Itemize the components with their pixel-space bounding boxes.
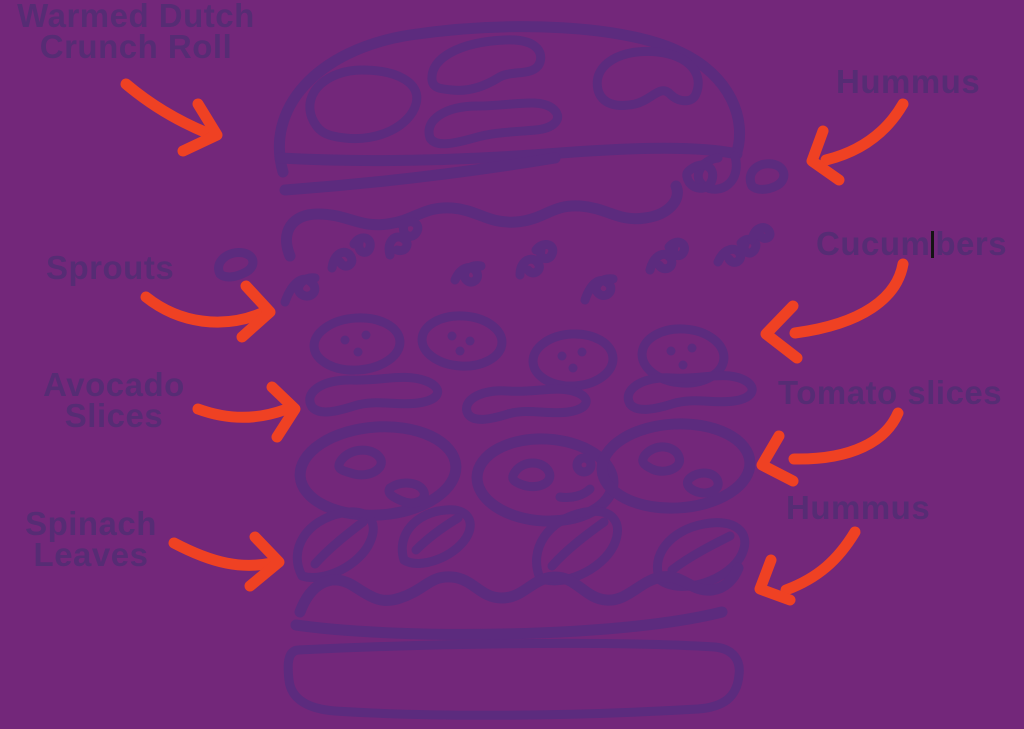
arrow-tomato [756, 407, 904, 487]
label-cucumbers-after-caret: bers [935, 225, 1008, 262]
arrow-warmed-roll [120, 78, 223, 157]
label-tomato-slices[interactable]: Tomato slices [778, 374, 1003, 411]
avocado-slices-drawing [305, 371, 757, 424]
cucumber-slices-drawing [309, 311, 729, 391]
label-spinach-leaves[interactable]: Spinach Leaves [25, 505, 157, 573]
tomato-slices-drawing [294, 418, 756, 527]
label-cucumbers-before-caret: Cucum [816, 225, 931, 262]
bottom-bun-drawing [283, 638, 744, 720]
arrow-hummus-bottom [754, 526, 861, 606]
hummus-drizzle-drawing [290, 562, 744, 640]
label-warmed-dutch-crunch-roll[interactable]: Warmed Dutch Crunch Roll [17, 0, 255, 65]
label-hummus-bottom[interactable]: Hummus [786, 489, 931, 526]
label-sprouts[interactable]: Sprouts [46, 249, 175, 286]
hummus-spread-drawing [281, 159, 789, 262]
arrow-spinach [168, 531, 285, 592]
arrow-avocado [192, 381, 301, 443]
arrow-hummus-top [806, 98, 909, 186]
sprouts-drawing [214, 217, 775, 307]
text-cursor-caret [931, 231, 935, 258]
arrow-cucumbers [760, 258, 909, 364]
label-hummus-top[interactable]: Hummus [836, 63, 981, 100]
top-bun-drawing [273, 21, 745, 196]
arrow-sprouts [140, 280, 276, 343]
label-avocado-slices[interactable]: Avocado Slices [43, 366, 185, 434]
